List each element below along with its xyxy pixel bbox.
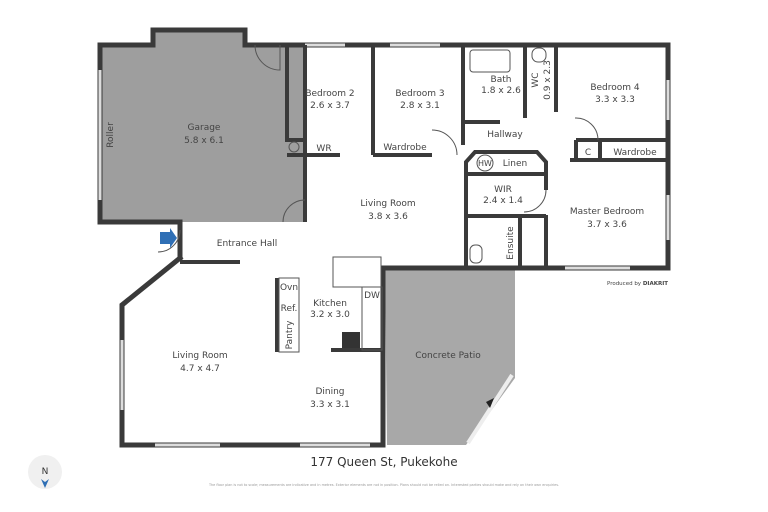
living-room-2-size: 4.7 x 4.7 bbox=[180, 364, 220, 374]
door bbox=[254, 44, 281, 71]
dishwasher-label: DW bbox=[364, 291, 380, 301]
garage-area bbox=[100, 30, 305, 222]
patio-arrow-icon bbox=[486, 398, 494, 408]
patio-slider bbox=[466, 373, 514, 445]
wardrobe3-label: Wardrobe bbox=[383, 143, 427, 153]
pantry-label: Pantry bbox=[285, 320, 295, 349]
hallway-label: Hallway bbox=[487, 130, 523, 140]
dining-size: 3.3 x 3.1 bbox=[310, 400, 350, 410]
exterior-wall bbox=[97, 27, 671, 271]
exterior-wall-lower bbox=[119, 254, 386, 448]
bedroom2-label: Bedroom 2 bbox=[305, 89, 354, 99]
entrance-hall-label: Entrance Hall bbox=[217, 239, 277, 249]
produced-by: Produced by DIAKRIT bbox=[607, 281, 668, 287]
wr-label: WR bbox=[316, 144, 331, 154]
wir-label: WIR bbox=[494, 185, 512, 195]
wardrobe4-label: Wardrobe bbox=[613, 148, 657, 158]
living-room-2-label: Living Room bbox=[172, 351, 227, 361]
roller-label: Roller bbox=[106, 122, 116, 148]
north-label: N bbox=[42, 467, 49, 477]
address-label: 177 Queen St, Pukekohe bbox=[310, 455, 457, 469]
door bbox=[523, 189, 547, 213]
pantry-cabinets bbox=[278, 277, 300, 353]
dining-label: Dining bbox=[315, 387, 344, 397]
north-compass-icon: N bbox=[28, 455, 62, 489]
bathtub bbox=[469, 49, 511, 73]
oven-label: Ovn bbox=[280, 283, 298, 293]
hot-water-cylinder bbox=[476, 154, 494, 172]
bedroom2-size: 2.6 x 3.7 bbox=[310, 101, 350, 111]
cooktop bbox=[342, 332, 360, 348]
ensuite-label: Ensuite bbox=[506, 226, 516, 260]
wir-size: 2.4 x 1.4 bbox=[483, 196, 523, 206]
bath-label: Bath bbox=[491, 75, 512, 85]
hw-label: HW bbox=[478, 159, 492, 168]
bedroom4-size: 3.3 x 3.3 bbox=[595, 95, 635, 105]
bedroom3-size: 2.8 x 3.1 bbox=[400, 101, 440, 111]
living-room-1-label: Living Room bbox=[360, 199, 415, 209]
wc-size: 0.9 x 2.3 bbox=[543, 60, 553, 100]
door bbox=[157, 229, 181, 253]
kitchen-bench bbox=[361, 286, 383, 351]
entry-arrow-icon bbox=[160, 228, 177, 248]
garage-label: Garage bbox=[188, 123, 221, 133]
wall bbox=[285, 45, 305, 142]
bedroom4-label: Bedroom 4 bbox=[590, 83, 640, 93]
door bbox=[574, 117, 599, 141]
c-label: C bbox=[585, 148, 591, 158]
bath-size: 1.8 x 2.6 bbox=[481, 86, 521, 96]
kitchen-label: Kitchen bbox=[313, 299, 347, 309]
wc-label: WC bbox=[531, 72, 541, 87]
kitchen-size: 3.2 x 3.0 bbox=[310, 310, 350, 320]
patio-area bbox=[385, 268, 515, 445]
patio-label: Concrete Patio bbox=[415, 351, 481, 361]
wr-fixture bbox=[288, 141, 300, 153]
toilet bbox=[469, 244, 483, 264]
living-room-1-size: 3.8 x 3.6 bbox=[368, 212, 408, 222]
garage-size: 5.8 x 6.1 bbox=[184, 136, 224, 146]
door bbox=[282, 199, 306, 223]
toilet bbox=[531, 47, 547, 63]
door bbox=[431, 129, 458, 156]
linen-label: Linen bbox=[503, 159, 527, 169]
kitchen-island bbox=[332, 256, 382, 288]
disclaimer: The floor plan is not to scale; measurem… bbox=[208, 483, 559, 487]
fridge-label: Ref. bbox=[281, 304, 298, 314]
wall bbox=[464, 150, 548, 268]
master-bedroom-size: 3.7 x 3.6 bbox=[587, 220, 627, 230]
master-bedroom-label: Master Bedroom bbox=[570, 207, 644, 217]
bedroom3-label: Bedroom 3 bbox=[395, 89, 444, 99]
